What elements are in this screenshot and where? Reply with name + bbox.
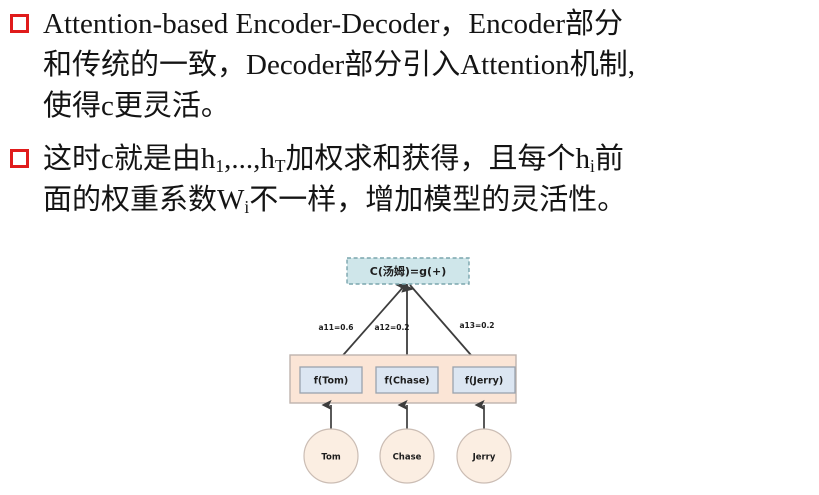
bullet-list: Attention-based Encoder-Decoder，Encoder部… [0,0,819,221]
context-vector-node[interactable]: C(汤姆)=g(+) [346,257,470,285]
bullet-item-1: Attention-based Encoder-Decoder，Encoder部… [0,4,819,127]
input-node-chase[interactable]: Chase [379,428,435,484]
bullet-2-line-1: 这时c就是由h1,...,hT加权求和获得，且每个hi前 [43,143,624,176]
input-circle[interactable] [379,428,435,484]
hidden-state-box[interactable] [452,366,516,394]
attention-weight-label-2: a12=0.2 [374,323,409,332]
attention-weight-label-3: a13=0.2 [459,321,494,330]
bullet-item-2: 这时c就是由h1,...,hT加权求和获得，且每个hi前 面的权重系数Wi不一样… [0,139,819,221]
input-nodes: Tom Chase Jerry [303,428,512,484]
attention-diagram: C(汤姆)=g(+) a11=0.6 a12=0.2 a13=0.2 f(Tom… [262,243,562,495]
bullet-2-line-2: 面的权重系数Wi不一样，增加模型的灵活性。 [43,184,627,217]
input-circle[interactable] [303,428,359,484]
hidden-state-nodes: f(Tom) f(Chase) f(Jerry) [299,366,516,394]
context-vector-label: C(汤姆)=g(+) [370,264,447,278]
bullet-item-1-text: Attention-based Encoder-Decoder，Encoder部… [43,4,813,127]
input-node-tom[interactable]: Tom [303,428,359,484]
input-label-tom: Tom [321,453,341,463]
input-edges [321,399,485,429]
hidden-state-box[interactable] [299,366,363,394]
input-label-jerry: Jerry [472,453,496,463]
input-circle[interactable] [456,428,512,484]
attention-weight-labels: a11=0.6 a12=0.2 a13=0.2 [318,321,494,332]
bullet-item-2-text: 这时c就是由h1,...,hT加权求和获得，且每个hi前 面的权重系数Wi不一样… [43,139,813,221]
attention-weight-label-1: a11=0.6 [318,323,353,332]
context-vector-box[interactable] [346,257,470,285]
bullet-square-icon [10,14,29,33]
input-node-jerry[interactable]: Jerry [456,428,512,484]
hidden-state-node-chase[interactable]: f(Chase) [375,366,439,394]
bullet-1-line-1: Attention-based Encoder-Decoder，Encoder部… [43,8,624,40]
hidden-state-node-tom[interactable]: f(Tom) [299,366,363,394]
hidden-state-label-chase: f(Chase) [384,376,429,387]
hidden-state-label-jerry: f(Jerry) [465,376,503,387]
bullet-square-icon [10,149,29,168]
bullet-1-line-3: 使得c更灵活。 [43,90,230,122]
bullet-1-line-2: 和传统的一致，Decoder部分引入Attention机制, [43,49,636,81]
hidden-state-label-tom: f(Tom) [314,376,348,387]
input-label-chase: Chase [393,453,422,463]
hidden-state-node-jerry[interactable]: f(Jerry) [452,366,516,394]
hidden-state-box[interactable] [375,366,439,394]
